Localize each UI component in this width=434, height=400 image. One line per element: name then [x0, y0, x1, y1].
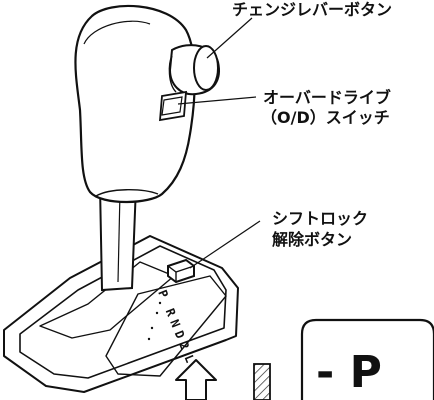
- gate-label-2: 2: [176, 340, 192, 352]
- callout-shift-lock-release-line1: シフトロック: [272, 209, 369, 228]
- callout-overdrive-switch-line1: オーバードライブ: [263, 88, 391, 107]
- gate-label-l: L: [181, 353, 197, 365]
- inset-display-frame: [300, 318, 434, 400]
- hatched-indicator-icon: [253, 363, 271, 400]
- inset-display-text: - P: [316, 347, 382, 398]
- lever-knob: [74, 4, 196, 204]
- leader-lines: [177, 17, 261, 269]
- overdrive-switch: [159, 90, 187, 122]
- gate-label-p: P: [155, 288, 171, 300]
- up-arrow-icon: [175, 359, 217, 400]
- callout-shift-lock-release-line2: 解除ボタン: [272, 230, 353, 249]
- callout-change-lever-button: チェンジレバーボタン: [232, 0, 393, 19]
- callout-overdrive-switch-line2: （O/D）スイッチ: [261, 108, 390, 127]
- gate-label-d: D: [172, 329, 188, 341]
- gate-label-n: N: [167, 318, 183, 330]
- shift-lock-release-button: [167, 258, 195, 284]
- change-lever-button: [168, 44, 220, 96]
